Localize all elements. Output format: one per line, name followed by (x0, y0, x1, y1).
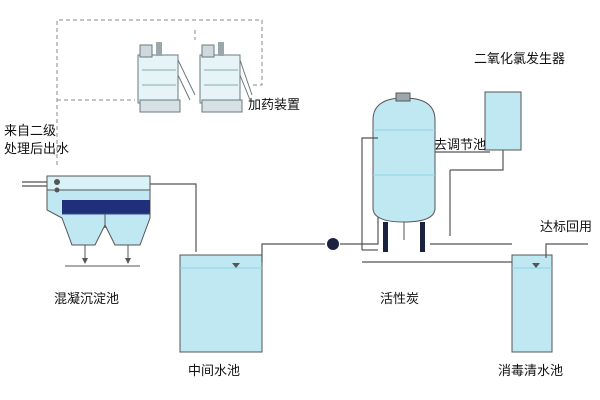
label-disinfection: 消毒清水池 (498, 364, 564, 379)
dosing-unit-1 (137, 42, 196, 113)
label-reuse: 达标回用 (540, 220, 593, 235)
dosing-dashed-lines (56, 19, 263, 165)
label-coag-tank: 混凝沉淀池 (54, 292, 120, 307)
pump (327, 238, 339, 250)
label-mid-tank: 中间水池 (188, 364, 241, 379)
dosing-unit-2 (199, 42, 253, 113)
pipe-coag-to-mid (150, 183, 197, 252)
label-clo2: 二氧化氯发生器 (474, 52, 566, 67)
label-to-regulating: 去调节池 (434, 138, 487, 153)
label-source-line2: 处理后出水 (4, 142, 70, 157)
disinfection-tank (511, 243, 588, 353)
label-carbon: 活性炭 (380, 292, 420, 307)
pipe-to-regulating (361, 137, 512, 263)
middle-tank (179, 254, 263, 353)
coagulation-tank (46, 175, 151, 267)
label-dosing: 加药装置 (248, 98, 301, 113)
pipe-mid-to-carbon (261, 150, 379, 262)
inlet-pipe (22, 181, 47, 187)
label-source-line1: 来自二级 (4, 124, 57, 139)
clo2-generator (449, 91, 522, 236)
carbon-filter (372, 92, 436, 252)
